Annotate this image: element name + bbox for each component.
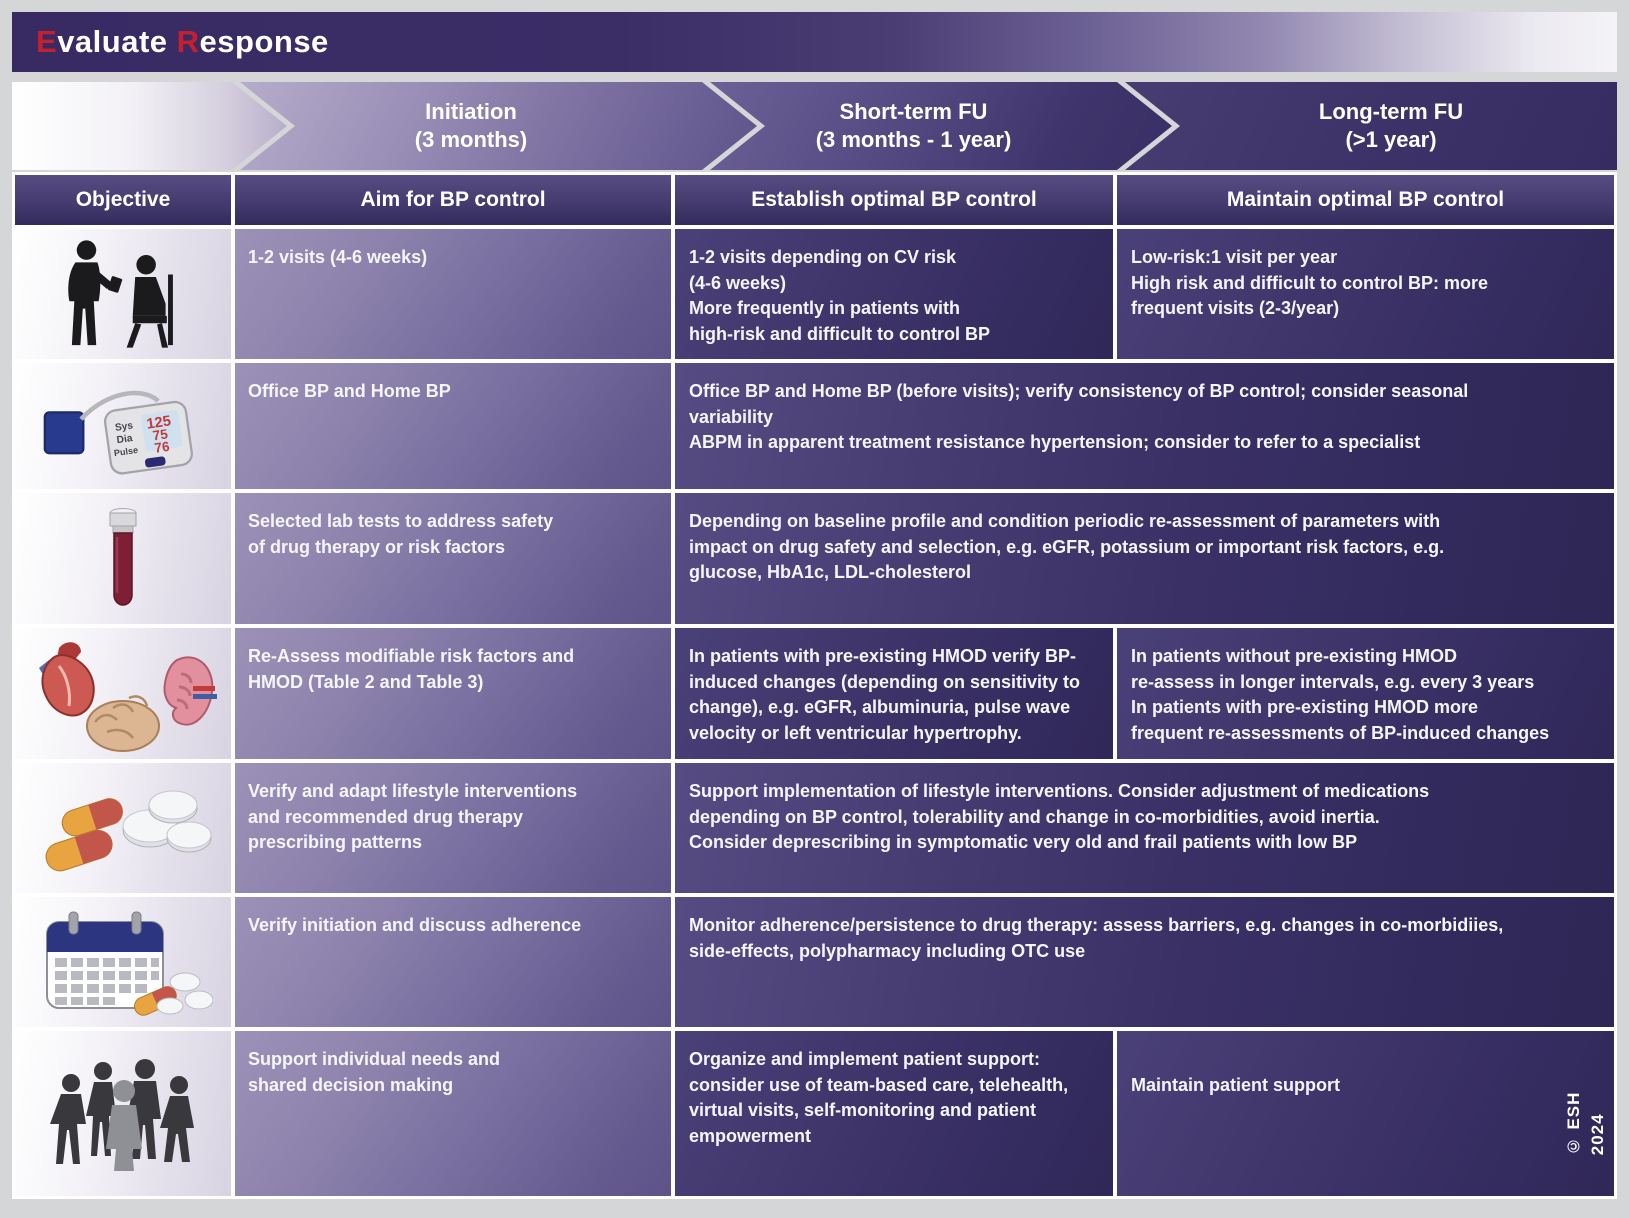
organs-icon [39, 641, 217, 752]
bp-dia-value: 75 [152, 426, 169, 443]
copyright-label: © ESH 2024 [1563, 1091, 1607, 1155]
row-support-long-term-text: Maintain patient support [1131, 1074, 1340, 1095]
row-bp-followup: Office BP and Home BP (before visits); v… [675, 363, 1614, 489]
people-group-icon [50, 1058, 194, 1171]
calendar-icon [46, 911, 213, 1016]
evaluation-table: Objective Aim for BP control Establish o… [12, 172, 1617, 1199]
objective-header: Objective [15, 175, 231, 225]
bp-dia-label: Dia [116, 433, 134, 446]
objective-aim-initiation: Aim for BP control [235, 175, 671, 225]
row-visits-initiation: 1-2 visits (4-6 weeks) [235, 229, 671, 359]
timeline-band: Initiation (3 months) Short-term FU (3 m… [12, 82, 1617, 170]
row-support-initiation: Support individual needs and shared deci… [235, 1031, 671, 1196]
bp-monitor-icon: Sys Dia Pulse 125 75 76 [43, 390, 193, 475]
row-visits-icon-cell [15, 229, 231, 359]
blood-tube-icon [109, 507, 137, 606]
doctor-patient-icon [68, 240, 173, 348]
page-title: Evaluate Response [36, 24, 329, 59]
row-support-long-term: Maintain patient support © ESH 2024 [1117, 1031, 1614, 1196]
row-lifestyle-followup: Support implementation of lifestyle inte… [675, 763, 1614, 893]
bp-pulse-label: Pulse [113, 445, 138, 458]
row-hmod-icon-cell [15, 628, 231, 759]
row-lifestyle-icon-cell [15, 763, 231, 893]
title-bar: Evaluate Response [12, 12, 1617, 72]
row-adherence-followup: Monitor adherence/persistence to drug th… [675, 897, 1614, 1027]
bp-sys-label: Sys [114, 420, 134, 433]
pills-icon [45, 790, 212, 872]
bp-pulse-value: 76 [153, 439, 170, 456]
objective-aim-long-term: Maintain optimal BP control [1117, 175, 1614, 225]
row-adherence-icon-cell [15, 897, 231, 1027]
bp-sys-value: 125 [146, 413, 173, 432]
row-lab-initiation: Selected lab tests to address safety of … [235, 493, 671, 624]
row-hmod-long-term: In patients without pre-existing HMOD re… [1117, 628, 1614, 759]
timeline-lead-arrow [12, 82, 287, 170]
row-visits-long-term: Low-risk:1 visit per year High risk and … [1117, 229, 1614, 359]
figure-frame: Evaluate Response Initiation (3 months) … [12, 12, 1617, 1206]
objective-aim-short-term: Establish optimal BP control [675, 175, 1113, 225]
timeline-phase-initiation: Initiation (3 months) [240, 82, 757, 170]
row-bp-initiation: Office BP and Home BP [235, 363, 671, 489]
row-support-short-term: Organize and implement patient support: … [675, 1031, 1113, 1196]
row-support-icon-cell [15, 1031, 231, 1196]
timeline-phase-long-term-fu: Long-term FU (>1 year) [1125, 82, 1617, 170]
row-hmod-initiation: Re-Assess modifiable risk factors and HM… [235, 628, 671, 759]
row-bp-icon-cell: Sys Dia Pulse 125 75 76 [15, 363, 231, 489]
row-lab-followup: Depending on baseline profile and condit… [675, 493, 1614, 624]
row-hmod-short-term: In patients with pre-existing HMOD verif… [675, 628, 1113, 759]
row-visits-short-term: 1-2 visits depending on CV risk (4-6 wee… [675, 229, 1113, 359]
row-lifestyle-initiation: Verify and adapt lifestyle interventions… [235, 763, 671, 893]
row-lab-icon-cell [15, 493, 231, 624]
timeline-phase-short-term-fu: Short-term FU (3 months - 1 year) [710, 82, 1172, 170]
row-adherence-initiation: Verify initiation and discuss adherence [235, 897, 671, 1027]
